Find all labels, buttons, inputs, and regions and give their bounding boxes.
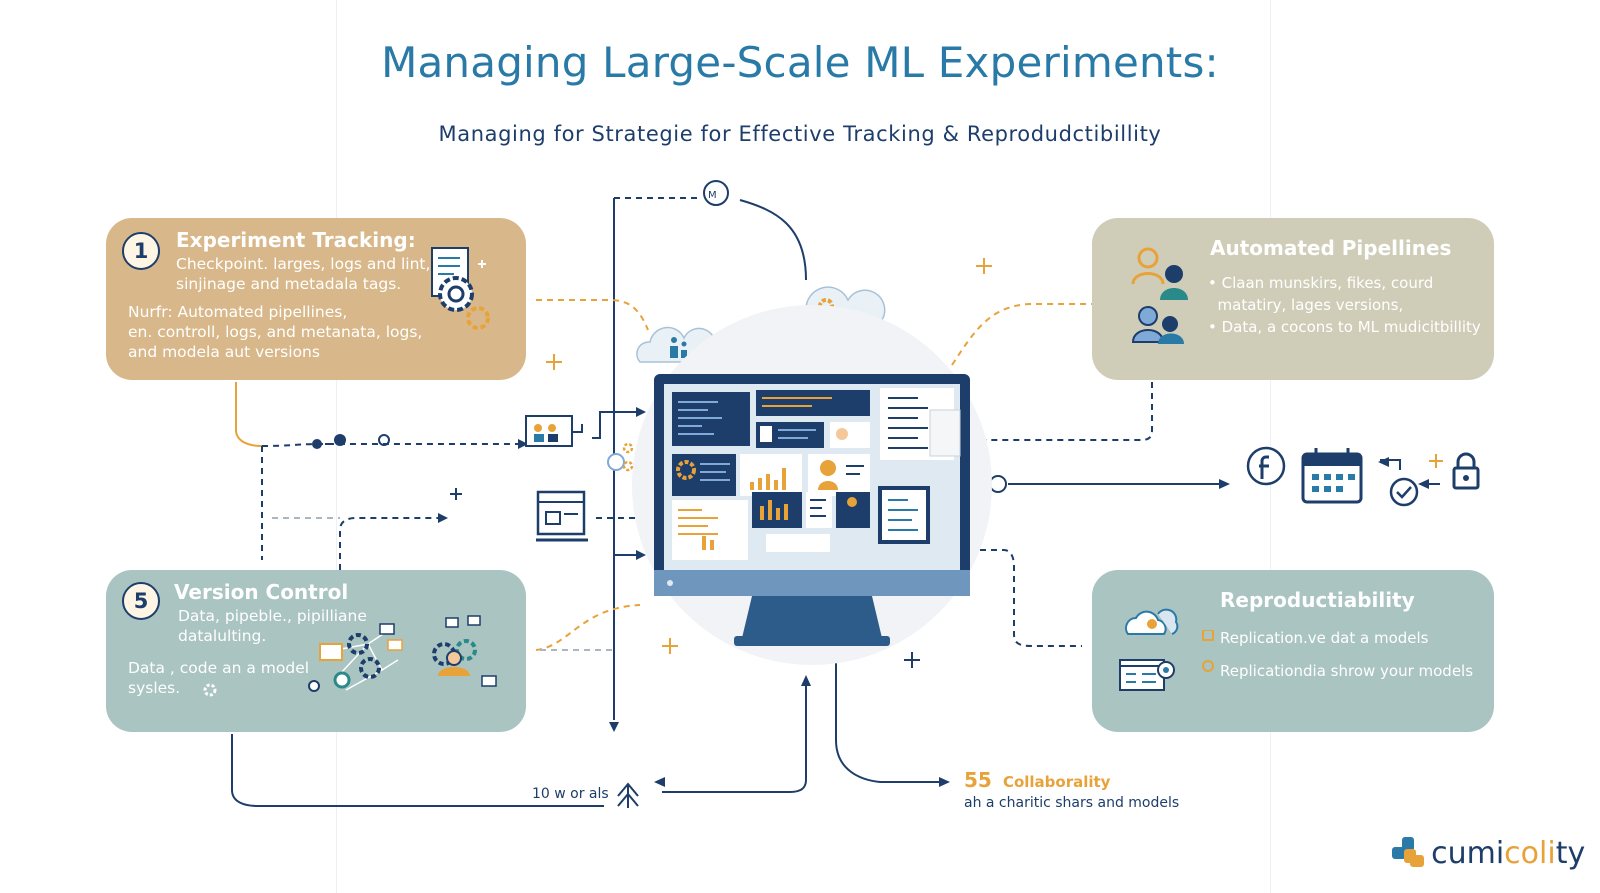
step-number: 1 <box>122 232 160 270</box>
card-bullet: • Data, a cocons to ML mudicitbillity <box>1208 318 1481 336</box>
brand-part: cumi <box>1431 836 1505 871</box>
card-bullet: matatiry, lages versions, <box>1208 296 1404 314</box>
bottom-left-label: 10 w or als <box>532 786 609 802</box>
facebook-icon <box>1246 446 1286 486</box>
gear-icon <box>203 683 217 697</box>
gear-icon <box>607 442 634 472</box>
brand-part: ty <box>1555 836 1586 871</box>
brand-logo: cumicolity <box>1392 836 1585 871</box>
monitor-icon <box>654 374 970 646</box>
card-line: datalulting. <box>178 627 267 645</box>
collab-number: 55 <box>964 768 992 792</box>
card-item: Replicationdia shrow your models <box>1220 662 1474 680</box>
calendar-icon <box>1301 448 1363 504</box>
card-line: en. controll, logs, and metanata, logs, <box>128 323 423 341</box>
card-version-control: 5 Version Control Data, pipeble., pipill… <box>106 570 526 732</box>
card-title: Automated Pipellines <box>1210 236 1452 260</box>
card-line: Nurfr: Automated pipellines, <box>128 303 348 321</box>
svg-text:M: M <box>708 190 717 201</box>
collab-label: Collaborality <box>1002 773 1111 791</box>
card-line: Checkpoint. larges, logs and lint, <box>176 255 431 273</box>
brand-name: cumicolity <box>1431 836 1585 871</box>
card-line: sysles. <box>128 679 181 697</box>
card-line: and modela aut versions <box>128 343 320 361</box>
card-line: Data, pipeble., pipilliane <box>178 607 367 625</box>
card-experiment-tracking: 1 Experiment Tracking: Checkpoint. large… <box>106 218 526 380</box>
card-title: Reproductiability <box>1220 588 1415 612</box>
lock-icon <box>1452 452 1480 490</box>
browser-window-icon <box>536 490 588 542</box>
page-subtitle: Managing for Strategie for Effective Tra… <box>438 122 1162 146</box>
guide-line <box>1270 0 1271 893</box>
card-item: Replication.ve dat a models <box>1220 629 1429 647</box>
card-title: Experiment Tracking: <box>176 228 416 252</box>
bullet-icons <box>1202 630 1214 672</box>
card-bullet: • Claan munskirs, fikes, courd <box>1208 274 1434 292</box>
collab-subtext: ah a charitic shars and models <box>964 795 1180 811</box>
card-line: Data , code an a model <box>128 659 310 677</box>
cloud-data-icon <box>1119 608 1179 691</box>
brand-part: coli <box>1504 836 1556 871</box>
page-title: Managing Large-Scale ML Experiments: <box>381 38 1219 87</box>
step-number: 5 <box>122 582 160 620</box>
users-icon <box>1131 247 1188 344</box>
guide-line <box>336 0 337 893</box>
card-line: sinjinage and metadala tags. <box>176 275 402 293</box>
document-gear-icon <box>431 247 490 330</box>
card-reproducibility: Reproductiability Replication.ve dat a m… <box>1092 570 1494 732</box>
id-card-icon <box>525 415 583 447</box>
card-automated-pipelines: Automated Pipellines • Claan munskirs, f… <box>1092 218 1494 380</box>
network-gear-icon <box>308 615 497 692</box>
check-icon <box>1389 477 1419 507</box>
collaborality-block: 55 Collaborality <box>964 768 1110 792</box>
card-title: Version Control <box>174 580 349 604</box>
brand-mark-icon <box>1392 836 1424 867</box>
